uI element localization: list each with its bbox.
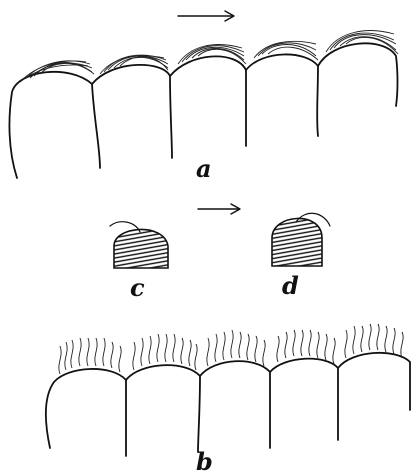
label-b: b — [196, 447, 213, 473]
panel-d-cell — [272, 213, 330, 266]
panel-b-cilia — [59, 324, 403, 374]
direction-arrow-middle — [198, 204, 240, 214]
label-a: a — [196, 154, 212, 183]
label-d: d — [282, 271, 299, 300]
panel-c-cell — [110, 222, 168, 268]
panel-b-cells — [46, 324, 410, 456]
direction-arrow-top — [178, 11, 234, 21]
label-c: c — [130, 273, 145, 302]
